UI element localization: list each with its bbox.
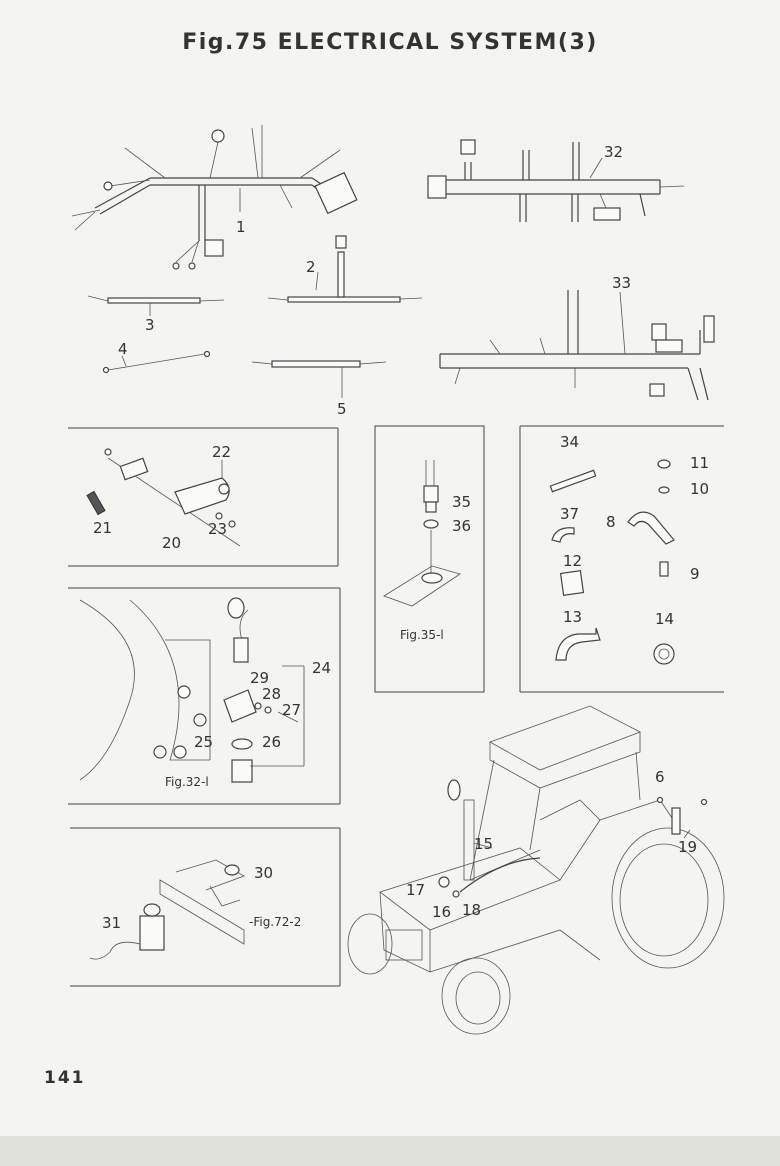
callout-34: 34 — [560, 433, 579, 451]
callout-4: 4 — [118, 340, 128, 358]
page-title: Fig.75 ELECTRICAL SYSTEM(3) — [182, 30, 598, 55]
callout-18: 18 — [462, 901, 481, 919]
wire-harness-2: 2 — [267, 235, 423, 303]
callout-31: 31 — [102, 914, 121, 932]
callout-35: 35 — [452, 493, 471, 511]
callout-9: 9 — [690, 565, 700, 583]
callout-5: 5 — [337, 400, 347, 418]
callout-23: 23 — [208, 520, 227, 538]
callout-32: 32 — [604, 143, 623, 161]
callout-13: 13 — [563, 608, 582, 626]
wire-4: 4 — [102, 340, 211, 374]
page-number: 141 — [44, 1068, 86, 1088]
callout-25: 25 — [194, 733, 213, 751]
callout-33: 33 — [612, 274, 631, 292]
callout-1: 1 — [236, 218, 246, 236]
fig35-ref: Fig.35-l — [400, 628, 444, 642]
callout-8: 8 — [606, 513, 616, 531]
panel-switch-bracket: 22 21 20 23 — [68, 427, 339, 567]
wire-harness-1: 1 — [71, 125, 358, 270]
panel-clamps: 34 11 10 8 37 9 12 13 14 — [519, 425, 724, 693]
tractor-illustration: 15 6 19 17 16 18 — [347, 705, 725, 1035]
callout-22: 22 — [212, 443, 231, 461]
callout-19: 19 — [678, 838, 697, 856]
callout-16: 16 — [432, 903, 451, 921]
callout-12: 12 — [563, 552, 582, 570]
callout-30: 30 — [254, 864, 273, 882]
callout-27: 27 — [282, 701, 301, 719]
callout-6: 6 — [655, 768, 665, 786]
panel-transmission-switch: 24 29 28 27 25 26 Fig.32-l — [68, 587, 341, 805]
callout-10: 10 — [690, 480, 709, 498]
wire-harness-5: 5 — [251, 360, 387, 418]
callout-11: 11 — [690, 454, 709, 472]
wire-harness-32: 32 — [427, 139, 685, 222]
panel-sender-35: 35 36 Fig.35-l — [374, 425, 485, 693]
callout-28: 28 — [262, 685, 281, 703]
callout-26: 26 — [262, 733, 281, 751]
page-bottom-edge — [0, 1136, 780, 1166]
callout-29: 29 — [250, 669, 269, 687]
fig32-ref: Fig.32-l — [165, 775, 209, 789]
callout-15: 15 — [474, 835, 493, 853]
callout-17: 17 — [406, 881, 425, 899]
wire-harness-3: 3 — [87, 295, 225, 334]
panel-pedal-switch: 30 31 -Fig.72-2 — [70, 827, 341, 987]
fig72-ref: -Fig.72-2 — [249, 915, 301, 929]
callout-36: 36 — [452, 517, 471, 535]
callout-21: 21 — [93, 519, 112, 537]
callout-2: 2 — [306, 258, 316, 276]
callout-3: 3 — [145, 316, 155, 334]
callout-14: 14 — [655, 610, 674, 628]
wire-harness-33: 33 — [439, 274, 715, 401]
callout-37: 37 — [560, 505, 579, 523]
callout-24: 24 — [312, 659, 331, 677]
callout-20: 20 — [162, 534, 181, 552]
